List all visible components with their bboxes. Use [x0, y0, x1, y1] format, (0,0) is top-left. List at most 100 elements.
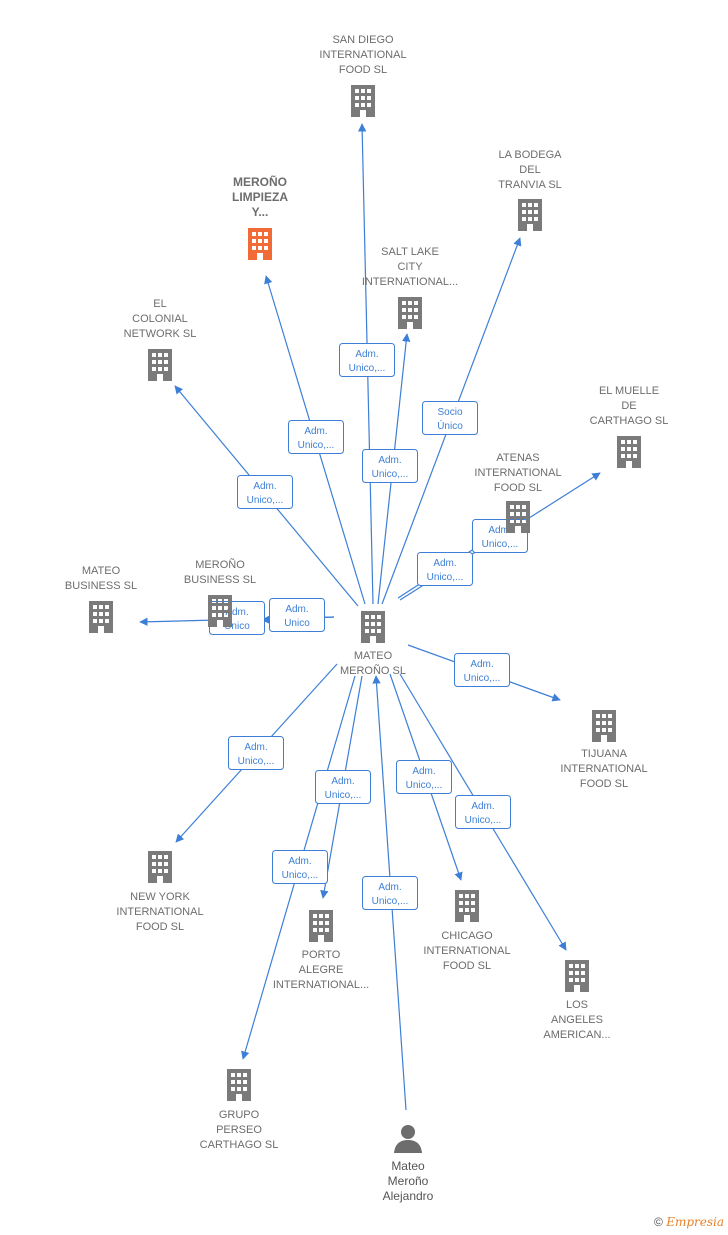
brand-logo[interactable]: Empresia [666, 1215, 724, 1229]
relation-text: Adm. [488, 525, 511, 536]
node-label: EL [153, 298, 166, 310]
building-icon[interactable] [592, 710, 616, 742]
building-icon[interactable] [398, 297, 422, 329]
node-label: MATEO [354, 650, 393, 662]
node-label: NEW YORK [130, 891, 190, 903]
node-label: AMERICAN... [543, 1029, 610, 1041]
node-label: INTERNATIONAL [319, 49, 406, 61]
person-icon[interactable] [394, 1125, 422, 1153]
node-label: DEL [519, 164, 540, 176]
relation-box[interactable] [455, 795, 511, 829]
node-label: FOOD SL [494, 482, 542, 494]
node-porto[interactable]: PORTOALEGREINTERNATIONAL... [273, 910, 369, 991]
node-label: FOOD SL [443, 960, 491, 972]
relation-box[interactable] [237, 475, 293, 509]
relation-box[interactable] [417, 552, 473, 586]
node-label: INTERNATIONAL [560, 763, 647, 775]
relation-text: Adm. [331, 776, 354, 787]
relation-text: Unico,... [238, 756, 275, 767]
node-label: EL MUELLE [599, 385, 659, 397]
relation-label-newyork[interactable]: Adm. Unico,... [228, 736, 284, 770]
building-icon[interactable] [565, 960, 589, 992]
relation-label-limpieza[interactable]: Adm. Unico,... [288, 420, 344, 454]
node-losangeles[interactable]: LOSANGELESAMERICAN... [543, 960, 611, 1041]
node-label: TIJUANA [581, 748, 628, 760]
relation-label-porto[interactable]: Adm. Unico,... [315, 770, 371, 804]
building-icon[interactable] [361, 611, 385, 643]
relation-text: Unico,... [372, 469, 409, 480]
building-icon[interactable] [617, 436, 641, 468]
relation-text: Adm. [412, 766, 435, 777]
relation-box[interactable] [269, 598, 325, 632]
relation-text: Adm. [244, 742, 267, 753]
node-labodega[interactable]: LA BODEGA DEL TRANVIA SL [498, 149, 562, 231]
building-icon[interactable] [518, 199, 542, 231]
building-icon[interactable] [148, 349, 172, 381]
node-saltlake[interactable]: SALT LAKECITYINTERNATIONAL... [362, 246, 458, 329]
node-limpieza[interactable]: MEROÑOLIMPIEZAY... [232, 174, 288, 260]
relation-label-merobusiness[interactable]: Adm.Unico [269, 598, 325, 632]
relation-box[interactable] [315, 770, 371, 804]
node-label: BUSINESS SL [184, 574, 256, 586]
relation-label-atenas[interactable]: Adm.Unico,... [417, 552, 473, 586]
node-label: LOS [566, 999, 588, 1011]
relation-box[interactable] [288, 420, 344, 454]
node-label: ALEGRE [299, 964, 344, 976]
node-label: Mateo [391, 1159, 425, 1173]
relation-label-perseo[interactable]: Adm.Unico,... [272, 850, 328, 884]
relation-box[interactable] [272, 850, 328, 884]
building-icon[interactable] [89, 601, 113, 633]
copyright-symbol: © [654, 1215, 663, 1229]
building-icon[interactable] [309, 910, 333, 942]
node-label: SALT LAKE [381, 246, 439, 258]
node-label: INTERNATIONAL [423, 945, 510, 957]
relation-label-tijuana[interactable]: Adm.Unico,... [454, 653, 510, 687]
footer-brand: © Empresia [654, 1215, 724, 1229]
building-icon[interactable] [455, 890, 479, 922]
node-label: MATEO [82, 565, 121, 577]
node-label: MEROÑO SL [340, 664, 406, 677]
relation-text: Adm. [433, 558, 456, 569]
node-label: Alejandro [383, 1189, 434, 1203]
relation-box[interactable] [362, 449, 418, 483]
relation-text: Unico,... [325, 790, 362, 801]
relation-box[interactable] [362, 876, 418, 910]
relation-label-losangeles[interactable]: Adm.Unico,... [455, 795, 511, 829]
relation-box[interactable] [396, 760, 452, 794]
relation-label-saltlake[interactable]: Adm.Unico,... [362, 449, 418, 483]
relation-text: Adm. [378, 882, 401, 893]
building-icon[interactable] [148, 851, 172, 883]
relation-label-colonial[interactable]: Adm.Unico,... [237, 475, 293, 509]
building-icon-highlighted[interactable] [248, 228, 272, 260]
relation-label-sandiego[interactable]: Adm.Unico,... [339, 343, 395, 377]
relation-text: Unico,... [298, 440, 335, 451]
node-center[interactable]: MATEO MEROÑO SL [340, 611, 406, 677]
node-label: INTERNATIONAL... [273, 979, 369, 991]
relation-text: Adm. [304, 426, 327, 437]
node-label: LA BODEGA [499, 149, 563, 161]
node-label: TRANVIA SL [498, 179, 562, 191]
relation-box[interactable] [454, 653, 510, 687]
relation-label-chicago[interactable]: Adm.Unico,... [396, 760, 452, 794]
building-icon[interactable] [227, 1069, 251, 1101]
building-icon[interactable] [351, 85, 375, 117]
node-label: CARTHAGO SL [200, 1139, 279, 1151]
relation-text: Adm. [225, 607, 248, 618]
relation-label-center[interactable]: Adm.Unico,... [362, 876, 418, 910]
relation-text: Unico [284, 618, 310, 629]
relation-box[interactable] [422, 401, 478, 435]
relation-box[interactable] [339, 343, 395, 377]
relation-box[interactable] [228, 736, 284, 770]
